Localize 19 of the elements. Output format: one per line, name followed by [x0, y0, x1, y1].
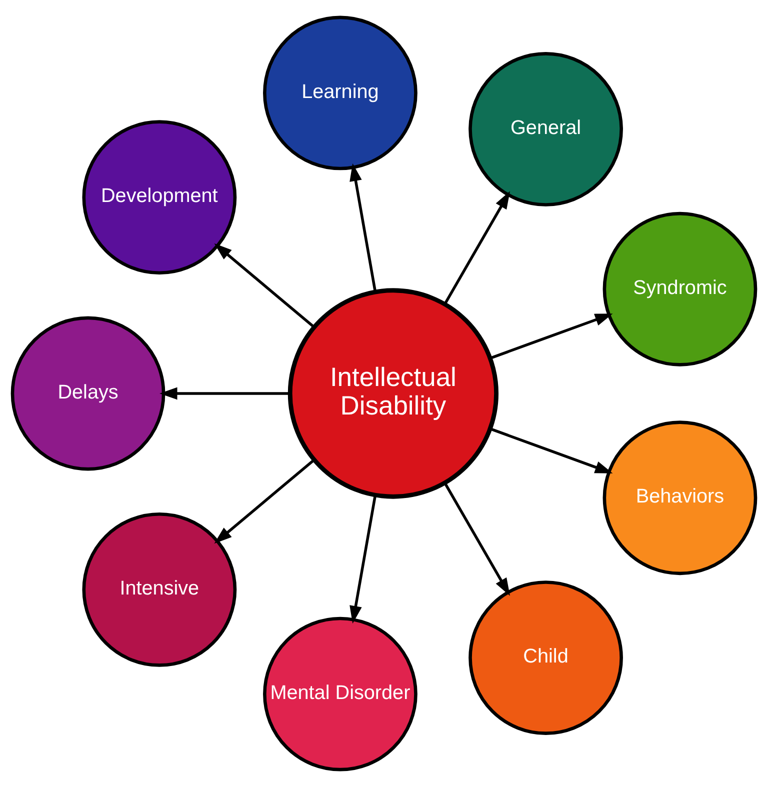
- node-circle: Delays: [10, 316, 166, 471]
- arrow: [350, 495, 377, 624]
- node-circle: Syndromic: [602, 212, 758, 366]
- arrow: [160, 387, 290, 400]
- arrow: [214, 458, 315, 544]
- node-circle: Learning: [263, 16, 418, 170]
- node-circle: Development: [82, 120, 237, 275]
- arrow: [490, 428, 613, 474]
- arrow: [350, 163, 377, 292]
- node-circle: Intensive: [82, 512, 237, 667]
- node-circle: Mental Disorder: [263, 616, 418, 772]
- arrow: [444, 191, 510, 305]
- node-circle: General: [468, 52, 623, 206]
- arrow: [490, 314, 613, 360]
- node-circle: Behaviors: [602, 420, 758, 576]
- arrow: [444, 482, 510, 596]
- node-circle: Child: [468, 580, 623, 735]
- node-circle: Intellectual Disability: [288, 288, 498, 499]
- arrow: [214, 243, 315, 328]
